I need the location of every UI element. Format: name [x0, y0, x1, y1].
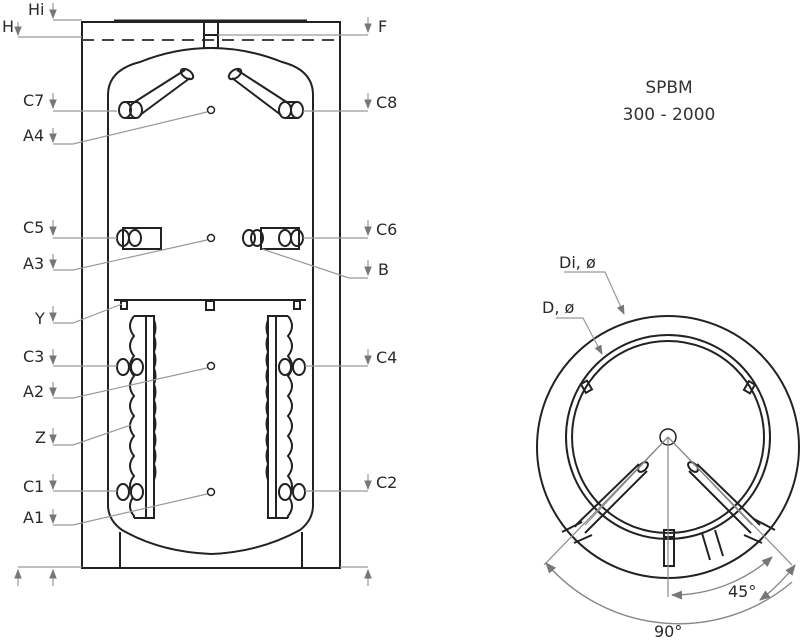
pipe-c7: [118, 67, 195, 119]
label-b: B: [378, 260, 389, 279]
label-y: Y: [34, 309, 45, 328]
labels-right: F C8 C6 B C4 C2: [376, 17, 397, 492]
label-d: D, ø: [542, 298, 574, 317]
label-45: 45°: [728, 582, 756, 601]
label-c3: C3: [23, 347, 44, 366]
labels-left: Hi H C7 A4 C5 A3 Y C3 A2 Z C1 A1: [2, 0, 46, 527]
label-a4: A4: [23, 126, 44, 145]
label-di: Di, ø: [559, 253, 596, 272]
coil-right: [265, 315, 306, 519]
top-view: Di, ø D, ø 45° 90°: [536, 253, 800, 641]
side-view: Hi H C7 A4 C5 A3 Y C3 A2 Z C1 A1 F C8 C6…: [2, 0, 397, 586]
model-range: 300 - 2000: [623, 105, 716, 125]
label-z: Z: [35, 428, 46, 447]
sensor-a1: [206, 487, 216, 497]
label-c1: C1: [23, 477, 44, 496]
label-c6: C6: [376, 220, 397, 239]
top-pipe-left: [561, 461, 649, 544]
dimension-leaders-left: [14, 3, 208, 586]
label-hi: Hi: [28, 0, 44, 19]
coil-left: [116, 315, 157, 519]
label-c8: C8: [376, 93, 397, 112]
top-pipe-bottom: [663, 529, 675, 567]
label-a1: A1: [23, 508, 44, 527]
angle-90-arc: [545, 562, 793, 625]
label-c4: C4: [376, 348, 397, 367]
label-c7: C7: [23, 91, 44, 110]
sensor-a3: [206, 233, 216, 243]
leader-d: [556, 317, 603, 355]
pipe-c6: [242, 227, 304, 250]
label-c2: C2: [376, 473, 397, 492]
leader-di: [564, 271, 625, 315]
label-f: F: [378, 17, 387, 36]
sensor-a2: [206, 361, 216, 371]
label-c5: C5: [23, 218, 44, 237]
model-title: SPBM 300 - 2000: [623, 78, 716, 125]
label-90: 90°: [654, 622, 682, 641]
model-name: SPBM: [645, 78, 692, 98]
label-h: H: [2, 17, 14, 36]
dimension-leaders-right: [218, 17, 372, 586]
label-a2: A2: [23, 382, 44, 401]
inner-vessel: [107, 46, 314, 556]
pipe-c5: [116, 227, 162, 250]
pipe-c8: [227, 67, 304, 119]
baffle-y: [114, 299, 306, 311]
sensor-a4: [206, 105, 216, 115]
label-a3: A3: [23, 254, 44, 273]
